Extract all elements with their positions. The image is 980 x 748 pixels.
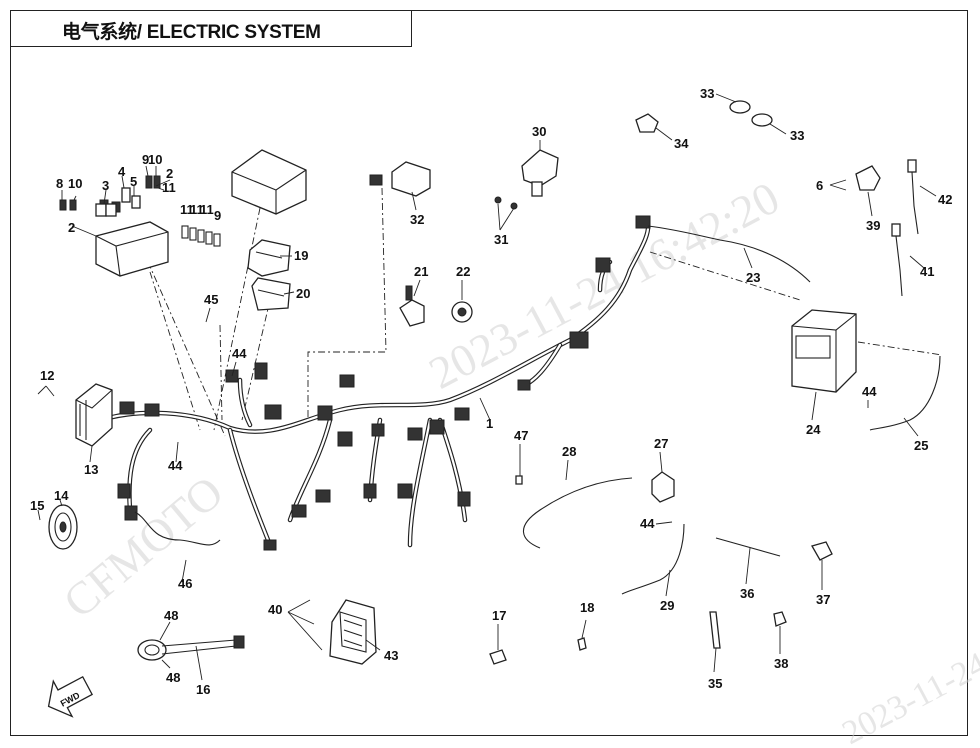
- watermark-timestamp: 2023-11-24 16:42:20: [421, 172, 788, 399]
- callout-leaders: [37, 93, 937, 681]
- callout-44: 44: [168, 458, 183, 473]
- callout-11: 11: [200, 202, 214, 217]
- callout-44: 44: [232, 346, 247, 361]
- starter-motor-cable: [621, 523, 685, 595]
- callout-39: 39: [866, 218, 880, 233]
- ignition-switch-bracket: [494, 149, 559, 210]
- callout-labels: 1 2 2 3 4 5 6 8 9 10 10 11 11 11 9 11 12…: [30, 86, 952, 697]
- callout-1: 1: [486, 416, 493, 431]
- callout-46: 46: [178, 576, 192, 591]
- callout-37: 37: [816, 592, 830, 607]
- callout-23: 23: [746, 270, 760, 285]
- page-title: 电气系统/ ELECTRIC SYSTEM: [62, 22, 321, 43]
- forward-arrow: FWD: [47, 675, 93, 718]
- callout-31: 31: [494, 232, 508, 247]
- callout-35: 35: [708, 676, 722, 691]
- callout-24: 24: [806, 422, 821, 437]
- page-frame: [10, 10, 968, 736]
- watermark-brand: CFMOTO: [54, 466, 233, 628]
- auxiliary-harness: [647, 225, 811, 283]
- starter-cable: [522, 477, 633, 549]
- ecu-bracket: [329, 599, 377, 665]
- callout-20: 20: [296, 286, 310, 301]
- horn: [48, 504, 78, 550]
- grommet-38: [773, 611, 787, 627]
- regulator-module: [75, 383, 113, 447]
- callout-17: 17: [492, 608, 506, 623]
- callout-16: 16: [196, 682, 210, 697]
- callout-29: 29: [660, 598, 674, 613]
- callout-30: 30: [532, 124, 546, 139]
- callout-42: 42: [938, 192, 952, 207]
- clip-18: [577, 637, 587, 651]
- starter-relay: [651, 471, 675, 503]
- cable-ties: [729, 100, 773, 127]
- callout-48: 48: [166, 670, 180, 685]
- callout-33: 33: [790, 128, 804, 143]
- callout-41: 41: [920, 264, 934, 279]
- callout-9: 9: [214, 208, 221, 223]
- callout-6: 6: [816, 178, 823, 193]
- callout-5: 5: [130, 174, 137, 189]
- callout-10: 10: [148, 152, 162, 167]
- callout-9: 9: [142, 152, 149, 167]
- callout-44: 44: [640, 516, 655, 531]
- callout-12: 12: [40, 368, 54, 383]
- watermark-group: CFMOTO 2023-11-24 16:42:20 2023-11-24: [54, 172, 980, 748]
- callout-21: 21: [414, 264, 428, 279]
- callout-43: 43: [384, 648, 398, 663]
- callout-3: 3: [102, 178, 109, 193]
- dashed-leaders: [147, 187, 943, 437]
- callout-8: 8: [56, 176, 63, 191]
- clip-47: [515, 475, 523, 485]
- callout-19: 19: [294, 248, 308, 263]
- callout-14: 14: [54, 488, 69, 503]
- clip-17: [489, 649, 507, 665]
- harness-connectors: [117, 215, 651, 551]
- clip-35: [709, 611, 721, 649]
- callout-38: 38: [774, 656, 788, 671]
- connector-37: [811, 541, 833, 561]
- callout-33: 33: [700, 86, 714, 101]
- callout-15: 15: [30, 498, 44, 513]
- callout-4: 4: [118, 164, 126, 179]
- relay-modules: [231, 149, 307, 311]
- callout-2: 2: [68, 220, 75, 235]
- callout-2: 2: [166, 166, 173, 181]
- cable-tie-strap: [715, 537, 781, 557]
- switches: [399, 285, 473, 327]
- callout-45: 45: [204, 292, 218, 307]
- callout-22: 22: [456, 264, 470, 279]
- callout-13: 13: [84, 462, 98, 477]
- callout-11: 11: [162, 180, 176, 195]
- callout-25: 25: [914, 438, 928, 453]
- ground-cables: [891, 159, 919, 297]
- flasher-relay: [391, 161, 431, 197]
- title-box: [10, 10, 412, 47]
- callout-11: 11: [180, 202, 194, 217]
- callout-44: 44: [862, 384, 877, 399]
- tilt-sensor: [635, 113, 659, 133]
- battery: [791, 309, 857, 393]
- sensor-lead: [134, 511, 221, 546]
- callout-36: 36: [740, 586, 754, 601]
- fuse-box: [59, 175, 221, 277]
- callout-34: 34: [674, 136, 689, 151]
- callout-32: 32: [410, 212, 424, 227]
- battery-negative-cable: [869, 355, 941, 431]
- callout-48: 48: [164, 608, 178, 623]
- watermark-date: 2023-11-24: [836, 646, 980, 748]
- callout-27: 27: [654, 436, 668, 451]
- callout-40: 40: [268, 602, 282, 617]
- speed-sensor: [855, 165, 881, 191]
- callout-47: 47: [514, 428, 528, 443]
- callout-18: 18: [580, 600, 594, 615]
- callout-11: 11: [190, 202, 204, 217]
- callout-28: 28: [562, 444, 576, 459]
- callout-10: 10: [68, 176, 82, 191]
- kill-switch-lanyard: [137, 635, 245, 661]
